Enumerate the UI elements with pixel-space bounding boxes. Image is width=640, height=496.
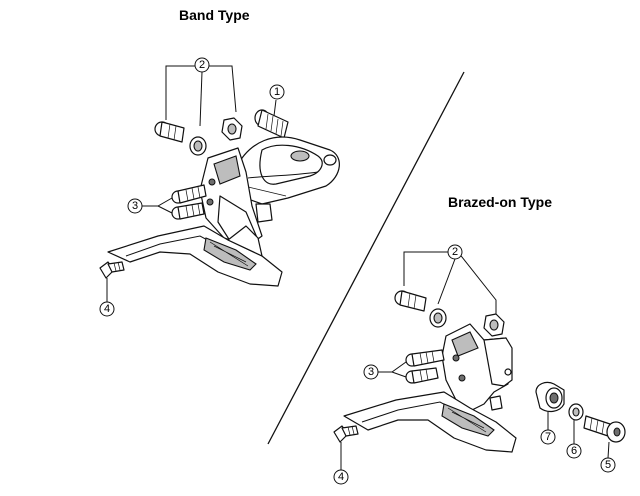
brazed-part2-bolt	[394, 290, 427, 312]
brazed-type-assembly: 2 3 4 5 6 7	[333, 244, 626, 485]
clamp-bolt	[254, 109, 289, 139]
separator-line	[267, 71, 465, 445]
band-derailleur-body	[199, 147, 273, 251]
band-type-title: Band Type	[179, 7, 250, 23]
brazed-adapter	[535, 381, 565, 413]
svg-text:6: 6	[571, 445, 577, 457]
brazed-callout-5: 5	[600, 457, 616, 473]
brazed-callout-4: 4	[333, 469, 349, 485]
brazed-callout-6: 6	[566, 443, 582, 459]
svg-text:2: 2	[452, 246, 458, 258]
brazed-derailleur-cage	[343, 391, 517, 453]
svg-text:3: 3	[132, 200, 138, 212]
brazed-cable-bolt	[333, 425, 359, 443]
band-callout-4: 4	[99, 301, 115, 317]
band-type-assembly: 1 2 3 4	[99, 57, 340, 317]
brazed-limit-screws	[405, 349, 445, 384]
svg-text:3: 3	[368, 366, 374, 378]
brazed-callout-2: 2	[447, 244, 463, 260]
brazed-callout-3: 3	[363, 364, 379, 380]
band-limit-screws	[171, 184, 207, 220]
brazed-callout-2-bracket-left	[403, 251, 452, 286]
band-cable-bolt	[99, 261, 125, 279]
band-callout-1: 1	[269, 84, 285, 100]
svg-text:7: 7	[545, 431, 551, 443]
brazed-part2-washer	[429, 308, 447, 328]
brazed-callout-2-bracket-right	[457, 251, 497, 316]
band-part2-nut	[221, 117, 243, 141]
svg-text:5: 5	[605, 459, 611, 471]
svg-text:4: 4	[338, 471, 344, 483]
band-callout-3: 3	[127, 198, 143, 214]
band-callout-1-leader	[273, 99, 277, 117]
svg-text:1: 1	[274, 86, 280, 98]
band-part2-washer	[189, 136, 207, 156]
brazed-callout-7: 7	[540, 429, 556, 445]
svg-text:4: 4	[104, 303, 110, 315]
band-callout-2: 2	[194, 57, 210, 73]
svg-text:2: 2	[199, 59, 205, 71]
band-clamp-body	[235, 136, 340, 205]
brazed-part2-nut	[483, 313, 505, 337]
brazed-derailleur-body	[441, 323, 513, 411]
band-part2-bolt	[154, 121, 185, 143]
brazed-mount-bolt	[583, 415, 626, 443]
band-callout-2-leader	[199, 71, 203, 127]
band-derailleur-cage	[107, 225, 283, 287]
brazed-type-title: Brazed-on Type	[448, 194, 552, 210]
brazed-washer	[568, 403, 584, 421]
